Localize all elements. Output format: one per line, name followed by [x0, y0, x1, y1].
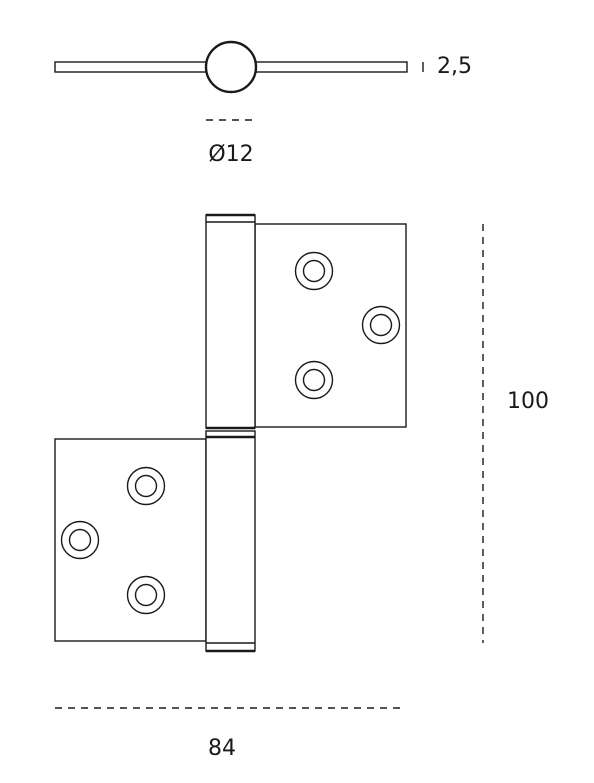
lower-leaf [54, 438, 207, 642]
width-dimension-label: 84 [208, 736, 236, 761]
upper-leaf [254, 223, 407, 428]
thickness-dimension-label: 2,5 [437, 54, 472, 79]
upper-knuckle [205, 214, 256, 429]
hinge-top-view: 2,5 Ø12 [54, 40, 472, 167]
pin-diameter-dimension-label: Ø12 [208, 142, 253, 167]
width-dimension: 84 [55, 707, 405, 761]
screw-hole [126, 466, 166, 506]
height-dimension: 100 [482, 224, 549, 643]
screw-hole [60, 520, 100, 560]
screw-hole [294, 251, 334, 291]
screw-hole [361, 305, 401, 345]
lower-knuckle [205, 430, 256, 652]
height-dimension-label: 100 [507, 389, 549, 414]
hinge-front-view [54, 213, 407, 653]
pin-knuckle-top-view [204, 40, 258, 94]
screw-hole [126, 575, 166, 615]
screw-hole [294, 360, 334, 400]
